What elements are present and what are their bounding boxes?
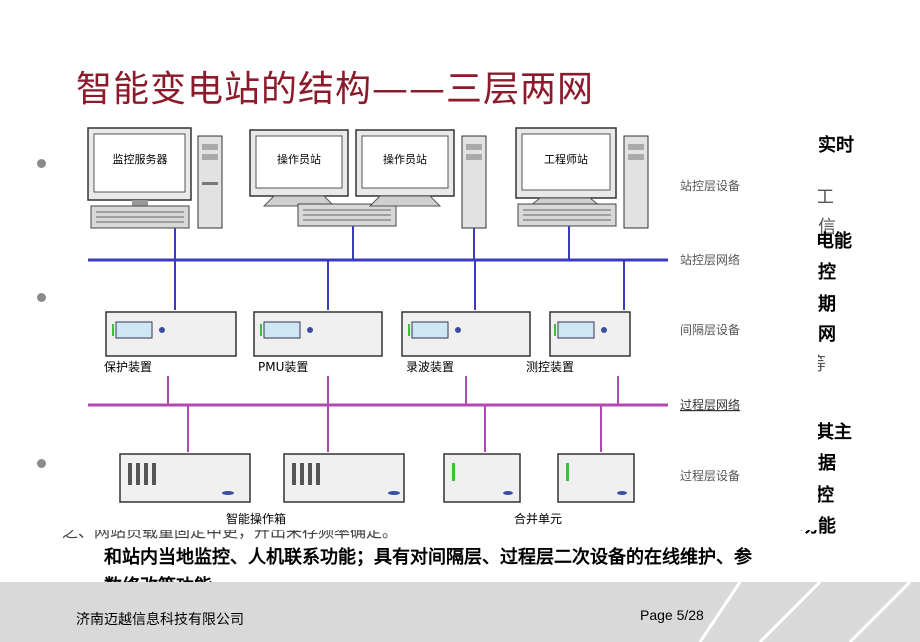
partially-hidden-text: 之、网站员载量固定中更，开出来存频率确定。: [62, 522, 399, 541]
operator-station-computer: [249, 129, 397, 227]
architecture-diagram: 监控服务器 操作员站 操作员站 工程师站: [58, 118, 818, 530]
pmu-device: [253, 311, 383, 357]
device-label: 保护装置: [104, 360, 152, 374]
device-label: 工程师站: [544, 152, 588, 166]
device-label: 测控装置: [526, 360, 574, 374]
footer-decoration: [698, 582, 912, 642]
smart-operating-box: [119, 453, 251, 503]
slide-footer: 济南迈越信息科技有限公司 Page 5/28: [0, 582, 920, 642]
bullet-2: [37, 293, 46, 302]
smart-operating-box: [283, 453, 405, 503]
layer-label: 站控层网络: [680, 252, 740, 267]
merging-unit: [443, 453, 521, 503]
page-number: Page 5/28: [640, 607, 704, 623]
text-fragment: 控: [816, 485, 834, 506]
device-label: 操作员站: [277, 152, 321, 166]
company-name: 济南迈越信息科技有限公司: [76, 612, 244, 628]
monitor-server-computer: [87, 127, 223, 229]
bullet-1: [37, 159, 46, 168]
layer-label: 过程层设备: [680, 468, 740, 483]
text-fragment: 工: [816, 187, 834, 208]
operator-station-computer: [355, 129, 487, 229]
slide-title: 智能变电站的结构——三层两网: [76, 69, 595, 110]
measure-control-device: [549, 311, 631, 357]
engineer-station-computer: [515, 127, 649, 229]
device-label: 智能操作箱: [226, 511, 286, 526]
bullet-3: [37, 459, 46, 468]
device-label: 录波装置: [406, 360, 454, 374]
layer-label: 站控层设备: [680, 179, 740, 193]
device-label: PMU装置: [258, 360, 308, 374]
protection-device: [105, 311, 237, 357]
device-label: 合并单元: [514, 511, 562, 526]
device-label: 操作员站: [383, 152, 427, 166]
merging-unit: [557, 453, 635, 503]
paragraph-line-1: 和站内当地监控、人机联系功能；具有对间隔层、过程层二次设备的在线维护、参: [104, 547, 752, 568]
text-fragment: 电能: [816, 231, 852, 252]
text-fragment: 其主: [816, 422, 852, 443]
layer-label: 过程层网络: [680, 397, 740, 412]
layer-label: 间隔层设备: [680, 323, 740, 337]
recorder-device: [401, 311, 531, 357]
device-label: 监控服务器: [113, 152, 168, 166]
